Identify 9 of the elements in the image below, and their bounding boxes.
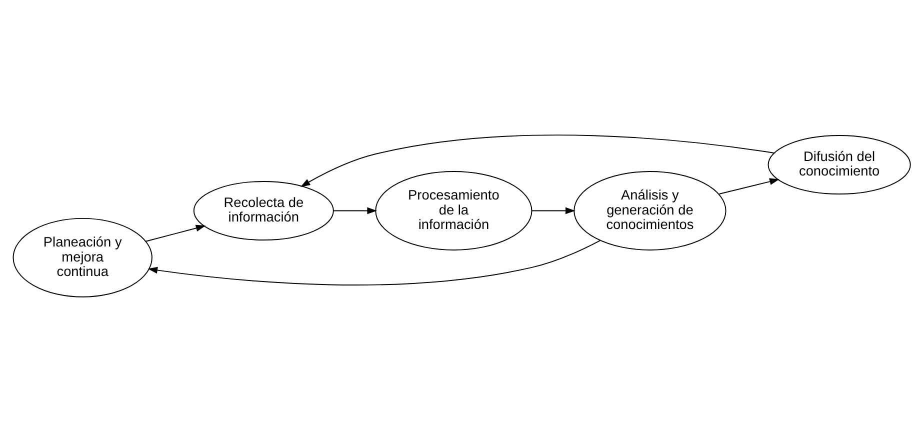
arrow [145, 224, 206, 242]
arrow [333, 207, 377, 214]
node-ellipse: Procesamiento de la información [375, 171, 532, 250]
node-ellipse: Planeación y mejora continua [12, 218, 152, 298]
arrow [532, 207, 576, 214]
arrow [718, 178, 780, 194]
arrow [300, 134, 774, 187]
node-ellipse: Análisis y generación de conocimientos [574, 171, 726, 250]
arrow [148, 240, 601, 286]
